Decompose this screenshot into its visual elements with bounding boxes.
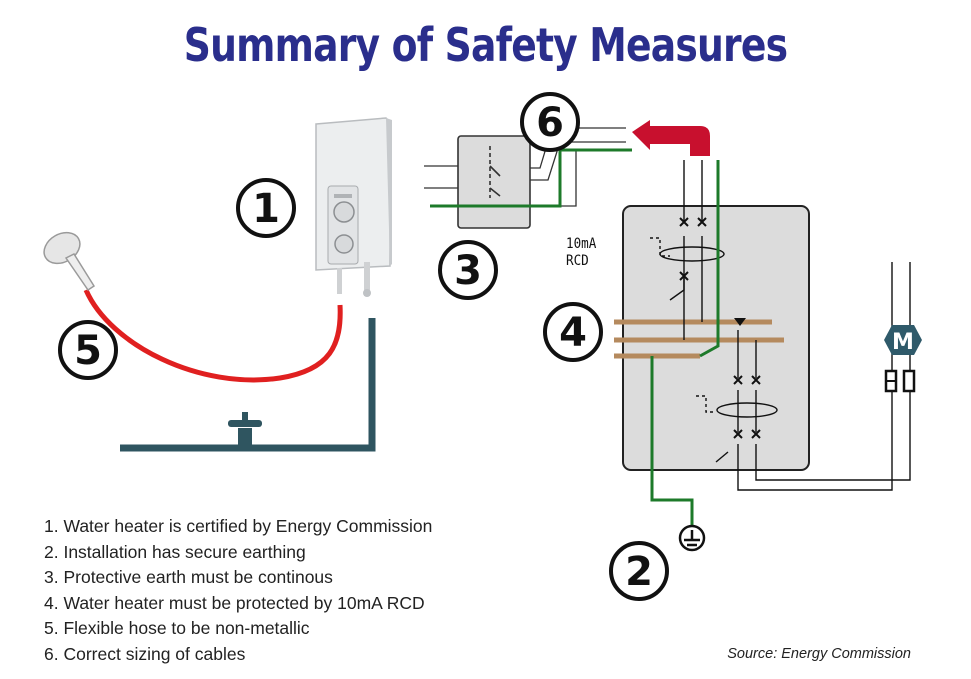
note-item: 3. Protective earth must be continous	[44, 567, 333, 588]
tap-icon	[228, 412, 262, 450]
flexible-hose	[83, 288, 343, 383]
notes-list: 1. Water heater is certified by Energy C…	[44, 514, 432, 668]
earth-terminal-icon	[678, 524, 706, 552]
rcd-rating: 10mA	[566, 236, 597, 252]
note-item: 5. Flexible hose to be non-metallic	[44, 618, 310, 639]
motor-icon: M	[884, 325, 922, 393]
callout-1: 1	[236, 178, 296, 238]
note-item: 6. Correct sizing of cables	[44, 643, 246, 664]
distribution-board	[614, 160, 911, 491]
note-item: 4. Water heater must be protected by 10m…	[44, 592, 425, 613]
water-heater	[315, 117, 392, 297]
page-title: Summary of Safety Measures	[183, 18, 788, 72]
callout-3: 3	[438, 240, 498, 300]
motor-label: M	[892, 330, 914, 355]
note-item: 1. Water heater is certified by Energy C…	[44, 516, 433, 536]
note-item: 2. Installation has secure earthing	[44, 541, 306, 562]
earth-wire	[430, 148, 720, 530]
shower-head-icon	[43, 231, 96, 292]
callout-2: 2	[609, 541, 669, 601]
rcd-label: 10mA RCD	[566, 236, 596, 270]
callout-5: 5	[58, 320, 118, 380]
isolator-switch-box	[457, 135, 531, 229]
source-credit: Source: Energy Commission	[727, 646, 911, 662]
callout-6: 6	[520, 92, 580, 152]
rcd-text: RCD	[566, 253, 589, 269]
water-pipe	[120, 318, 376, 452]
direction-arrow	[632, 120, 710, 156]
callout-4: 4	[543, 302, 603, 362]
